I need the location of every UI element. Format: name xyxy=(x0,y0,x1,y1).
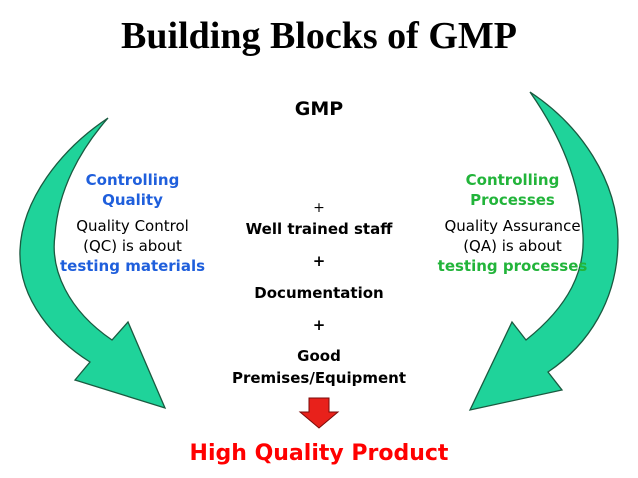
heading-line: Processes xyxy=(470,191,555,209)
heading-line: Quality xyxy=(102,191,163,209)
plus-sign: + xyxy=(312,316,326,334)
testing-processes-text: testing processes xyxy=(437,257,588,275)
well-trained-staff-label: Well trained staff xyxy=(245,220,393,238)
premises-label-line1: Good xyxy=(297,347,341,365)
quality-assurance-block: Controlling Processes Quality Assurance … xyxy=(430,170,595,276)
controlling-quality-heading: Controlling Quality xyxy=(50,170,215,210)
left-curved-arrow-icon xyxy=(19,117,167,410)
gmp-heading: GMP xyxy=(294,98,344,120)
page-title: Building Blocks of GMP xyxy=(121,15,517,57)
heading-line: Controlling xyxy=(465,171,560,189)
high-quality-product-text: High Quality Product xyxy=(189,441,449,466)
quality-control-block: Controlling Quality Quality Control (QC)… xyxy=(50,170,215,276)
down-arrow-icon xyxy=(298,397,340,429)
controlling-processes-heading: Controlling Processes xyxy=(430,170,595,210)
plus-sign: + xyxy=(313,200,325,216)
testing-materials-text: testing materials xyxy=(59,257,206,275)
premises-label-line2: Premises/Equipment xyxy=(231,369,407,387)
plus-sign: + xyxy=(312,252,326,270)
documentation-label: Documentation xyxy=(254,284,384,302)
heading-line: Controlling xyxy=(85,171,180,189)
qa-description-line: Quality Assurance xyxy=(444,217,581,235)
right-curved-arrow-icon xyxy=(468,91,619,411)
qa-description-line: (QA) is about xyxy=(463,237,562,255)
qc-description-line: Quality Control xyxy=(76,217,189,235)
qc-description-line: (QC) is about xyxy=(83,237,182,255)
